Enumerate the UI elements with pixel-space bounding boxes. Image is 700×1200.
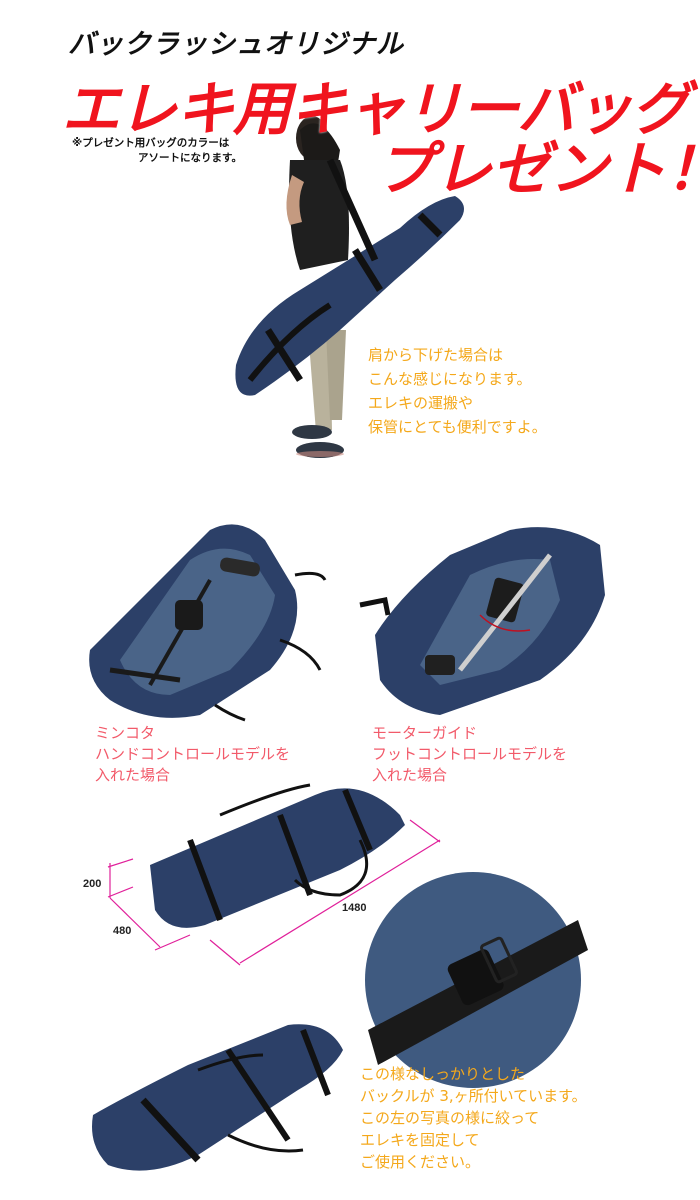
dimension-length: 1480 <box>342 902 367 914</box>
buckle-caption: この様なしっかりとした バックルが 3,ヶ所付いています。 この左の写真の様に絞… <box>360 1063 587 1173</box>
motorguide-caption: モーターガイド フットコントロールモデルを 入れた場合 <box>372 723 567 786</box>
minnkota-bag-photo <box>89 524 327 722</box>
closed-bag-dimension-diagram <box>107 783 441 966</box>
note-line2: アソートになります。 <box>138 152 242 164</box>
shoulder-caption-line: 保管にとても便利ですよ。 <box>368 418 547 436</box>
shoulder-caption-line: エレキの運搬や <box>368 394 474 412</box>
color-note: ※プレゼント用バッグのカラーは アソートになります。 <box>72 136 242 166</box>
dimension-width: 480 <box>113 925 132 937</box>
title-line1: エレキ用キャリーバッグ <box>62 75 689 143</box>
buckle-caption-line: ご使用ください。 <box>360 1153 481 1171</box>
motorguide-bag-photo <box>359 527 605 715</box>
caption-line: 入れた場合 <box>95 766 171 784</box>
buckle-caption-line: この左の写真の様に絞って <box>360 1109 540 1127</box>
buckle-caption-line: エレキを固定して <box>360 1131 480 1149</box>
tied-bag-photo <box>92 1024 343 1171</box>
caption-line: ハンドコントロールモデルを <box>95 745 291 763</box>
note-line1: ※プレゼント用バッグのカラーは <box>72 137 230 149</box>
man-carrying-bag-photo <box>235 116 464 458</box>
caption-line: モーターガイド <box>372 724 478 742</box>
buckle-caption-line: バックルが 3,ヶ所付いています。 <box>360 1087 587 1105</box>
dimension-height: 200 <box>83 878 102 890</box>
caption-line: フットコントロールモデルを <box>372 745 568 763</box>
shoulder-caption-line: 肩から下げた場合は <box>368 346 504 364</box>
shoulder-caption: 肩から下げた場合は こんな感じになります。 エレキの運搬や 保管にとても便利です… <box>368 343 547 439</box>
minnkota-caption: ミンコタ ハンドコントロールモデルを 入れた場合 <box>95 723 290 786</box>
shoulder-caption-line: こんな感じになります。 <box>368 370 532 388</box>
caption-line: ミンコタ <box>95 724 156 742</box>
buckle-closeup-photo <box>365 872 588 1088</box>
title-line2: プレゼント！ <box>376 135 700 203</box>
subtitle: バックラッシュオリジナル <box>68 29 404 60</box>
caption-line: 入れた場合 <box>372 766 448 784</box>
buckle-caption-line: この様なしっかりとした <box>360 1065 526 1083</box>
